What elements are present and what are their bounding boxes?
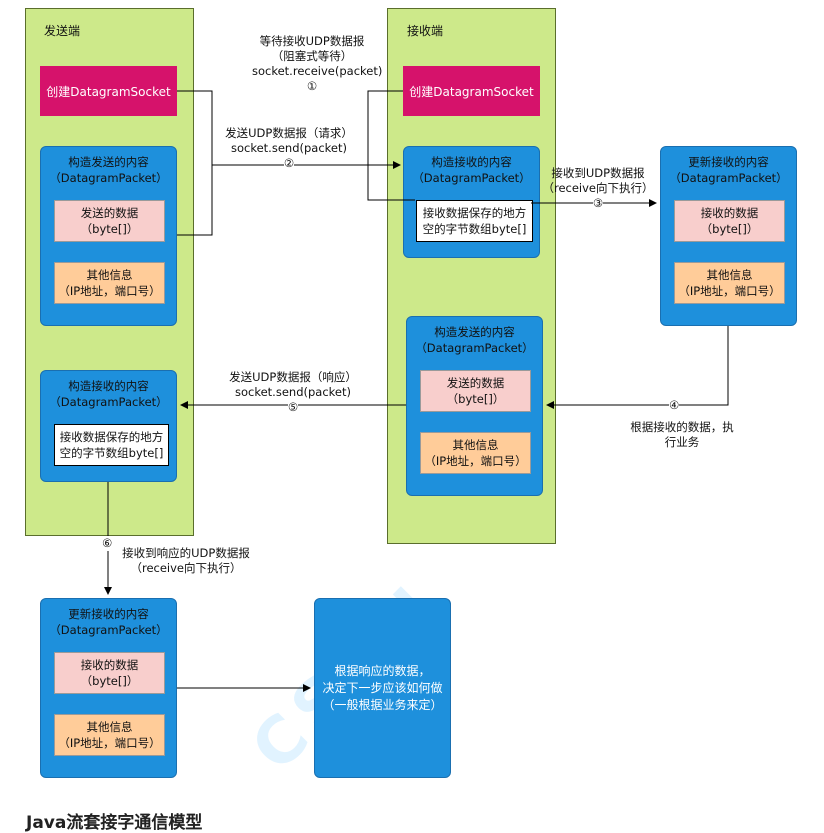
sender-recv-buffer-label: 接收数据保存的地方 [59, 430, 164, 444]
receiver-updated-recv-title: 更新接收的内容 [688, 155, 769, 169]
label-process-line1: 根据接收的数据，执 [630, 420, 734, 434]
label-send-request-line1: 发送UDP数据报（请求） [225, 126, 353, 140]
sender-updated-data-type: （byte[]） [80, 674, 139, 688]
label-send-response-line1: 发送UDP数据报（响应） [229, 370, 357, 384]
sender-send-info-box: 其他信息 （IP地址，端口号） [54, 262, 165, 304]
final-decision-line3: （一般根据业务来定） [322, 697, 443, 712]
sender-updated-recv-container: 更新接收的内容 （DatagramPacket） 接收的数据 （byte[]） … [40, 598, 177, 778]
sender-build-recv-title: 构造接收的内容 [68, 379, 149, 393]
label-send-response-number: ⑤ [287, 400, 299, 415]
sender-build-send-title: 构造发送的内容 [68, 155, 149, 169]
receiver-updated-data-type: （byte[]） [700, 222, 759, 236]
final-decision-box: 根据响应的数据， 决定下一步应该如何做 （一般根据业务来定） [314, 598, 451, 778]
label-recv-response-line2: （receive向下执行） [130, 561, 242, 575]
label-send-request-line2: socket.send(packet) [231, 141, 347, 155]
sender-recv-buffer-box: 接收数据保存的地方 空的字节数组byte[] [54, 424, 169, 466]
label-send-response: 发送UDP数据报（响应） socket.send(packet) ⑤ [226, 370, 360, 415]
receiver-updated-info-detail: （IP地址，端口号） [678, 284, 781, 298]
label-wait-receive: 等待接收UDP数据报 （阻塞式等待） socket.receive(packet… [252, 34, 383, 94]
receiver-recv-buffer-label: 接收数据保存的地方 [422, 206, 527, 220]
sender-build-send-container: 构造发送的内容 （DatagramPacket） 发送的数据 （byte[]） … [40, 146, 177, 326]
label-recv-request-line1: 接收到UDP数据报 [551, 166, 645, 180]
receiver-create-socket: 创建DatagramSocket [403, 66, 540, 116]
receiver-send-info-box: 其他信息 （IP地址，端口号） [420, 432, 531, 474]
sender-send-info-detail: （IP地址，端口号） [58, 284, 161, 298]
sender-updated-info-detail: （IP地址，端口号） [58, 736, 161, 750]
label-wait-number: ① [306, 79, 318, 93]
final-decision-line2: 决定下一步应该如何做 [322, 680, 443, 695]
receiver-build-send-container: 构造发送的内容 （DatagramPacket） 发送的数据 （byte[]） … [406, 316, 543, 496]
label-recv-response-number: ⑥ [102, 536, 113, 551]
receiver-build-send-title: 构造发送的内容 [434, 325, 515, 339]
sender-updated-data-box: 接收的数据 （byte[]） [54, 652, 165, 694]
label-send-request-number: ② [283, 156, 295, 171]
receiver-send-info-detail: （IP地址，端口号） [424, 454, 527, 468]
sender-updated-recv-title: 更新接收的内容 [68, 607, 149, 621]
receiver-recv-buffer-box: 接收数据保存的地方 空的字节数组byte[] [416, 200, 533, 242]
receiver-updated-data-label: 接收的数据 [700, 206, 759, 220]
receiver-updated-info-label: 其他信息 [706, 268, 753, 282]
receiver-send-info-label: 其他信息 [452, 438, 499, 452]
sender-send-data-label: 发送的数据 [80, 206, 139, 220]
receiver-recv-buffer-detail: 空的字节数组byte[] [422, 222, 527, 236]
label-recv-request-number: ③ [592, 196, 604, 211]
sender-send-info-label: 其他信息 [86, 268, 133, 282]
arrow-wait-receive [367, 90, 415, 201]
sender-send-data-box: 发送的数据 （byte[]） [54, 200, 165, 242]
receiver-send-data-box: 发送的数据 （byte[]） [420, 370, 531, 412]
sender-updated-info-label: 其他信息 [86, 720, 133, 734]
sender-build-recv-container: 构造接收的内容 （DatagramPacket） 接收数据保存的地方 空的字节数… [40, 370, 177, 482]
sender-updated-recv-subtitle: （DatagramPacket） [49, 623, 168, 637]
receiver-send-data-label: 发送的数据 [446, 376, 505, 390]
receiver-build-recv-container: 构造接收的内容 （DatagramPacket） 接收数据保存的地方 空的字节数… [403, 146, 540, 258]
label-wait-line3: socket.receive(packet) [252, 64, 383, 78]
label-recv-response: 接收到响应的UDP数据报 （receive向下执行） [116, 546, 256, 576]
final-decision-line1: 根据响应的数据， [334, 663, 431, 678]
sender-updated-info-box: 其他信息 （IP地址，端口号） [54, 714, 165, 756]
receiver-lane-title: 接收端 [407, 24, 444, 38]
sender-send-data-type: （byte[]） [80, 222, 139, 236]
label-process-line2: 行业务 [664, 435, 700, 449]
receiver-updated-data-box: 接收的数据 （byte[]） [674, 200, 785, 242]
receiver-updated-recv-container: 更新接收的内容 （DatagramPacket） 接收的数据 （byte[]） … [660, 146, 797, 326]
receiver-build-send-subtitle: （DatagramPacket） [415, 341, 534, 355]
label-send-request: 发送UDP数据报（请求） socket.send(packet) ② [222, 126, 356, 171]
receiver-build-recv-title: 构造接收的内容 [431, 155, 512, 169]
receiver-build-recv-subtitle: （DatagramPacket） [412, 171, 531, 185]
receiver-updated-recv-subtitle: （DatagramPacket） [669, 171, 788, 185]
section-heading: Java流套接字通信模型 [26, 813, 203, 833]
sender-build-send-subtitle: （DatagramPacket） [49, 171, 168, 185]
label-wait-line2: （阻塞式等待） [271, 49, 353, 63]
label-recv-response-line1: 接收到响应的UDP数据报 [122, 546, 250, 560]
receiver-updated-info-box: 其他信息 （IP地址，端口号） [674, 262, 785, 304]
sender-create-socket: 创建DatagramSocket [40, 66, 177, 116]
sender-recv-buffer-detail: 空的字节数组byte[] [59, 446, 164, 460]
label-process-number: ④ [669, 398, 680, 413]
label-send-response-line2: socket.send(packet) [235, 385, 351, 399]
label-recv-request: 接收到UDP数据报 （receive向下执行） ③ [542, 166, 654, 211]
sender-build-recv-subtitle: （DatagramPacket） [49, 395, 168, 409]
arrow-send-request [177, 90, 213, 236]
label-process-business: 根据接收的数据，执 行业务 [622, 420, 742, 450]
arrow-process-business [546, 326, 729, 409]
receiver-send-data-type: （byte[]） [446, 392, 505, 406]
sender-updated-data-label: 接收的数据 [80, 658, 139, 672]
sender-lane-title: 发送端 [44, 24, 81, 38]
label-recv-request-line2: （receive向下执行） [542, 181, 654, 195]
label-wait-line1: 等待接收UDP数据报 [259, 34, 365, 48]
